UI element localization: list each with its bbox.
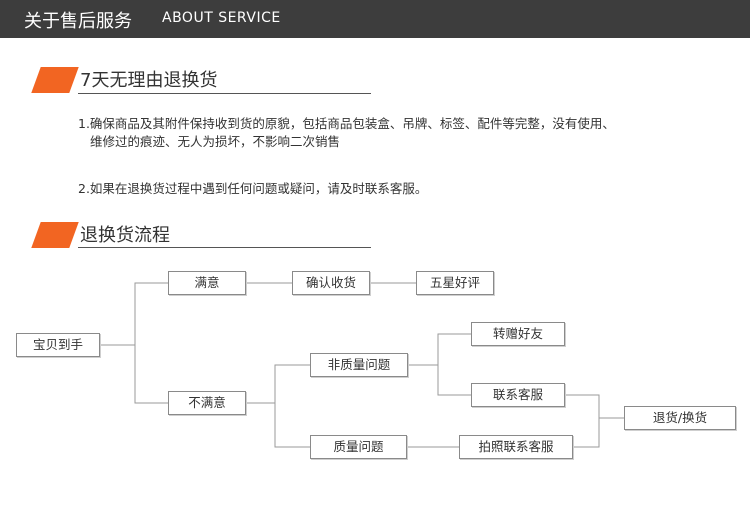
section-title-process: 退换货流程 — [80, 225, 170, 246]
policy-item-2: 2.如果在退换货过程中遇到任何问题或疑问，请及时联系客服。 — [78, 181, 428, 196]
section-title-policy: 7天无理由退换货 — [80, 70, 218, 91]
flow-node-quality: 质量问题 — [310, 435, 407, 459]
header-title-en: ABOUT SERVICE — [162, 10, 281, 26]
flow-node-received: 宝贝到手 — [16, 333, 100, 357]
flow-node-five-star: 五星好评 — [416, 271, 494, 295]
flow-node-contact-service: 联系客服 — [471, 383, 565, 407]
flow-node-satisfied: 满意 — [168, 271, 246, 295]
flow-node-return-exchange: 退货/换货 — [624, 406, 736, 430]
flow-node-confirm-receipt: 确认收货 — [292, 271, 370, 295]
header-title-cn: 关于售后服务 — [24, 11, 132, 32]
policy-item-1-line-1: 1.确保商品及其附件保持收到货的原貌，包括商品包装盒、吊牌、标签、配件等完整，没… — [78, 116, 615, 131]
section-underline-process — [78, 247, 371, 248]
header-bar: 关于售后服务 ABOUT SERVICE — [0, 0, 750, 38]
flow-node-photo-contact: 拍照联系客服 — [459, 435, 573, 459]
policy-item-1-line-2: 维修过的痕迹、无人为损坏，不影响二次销售 — [90, 134, 341, 149]
flow-node-unsatisfied: 不满意 — [168, 391, 246, 415]
flow-node-gift-friend: 转赠好友 — [471, 322, 565, 346]
section-underline-policy — [78, 93, 371, 94]
flow-node-non-quality: 非质量问题 — [310, 353, 408, 377]
